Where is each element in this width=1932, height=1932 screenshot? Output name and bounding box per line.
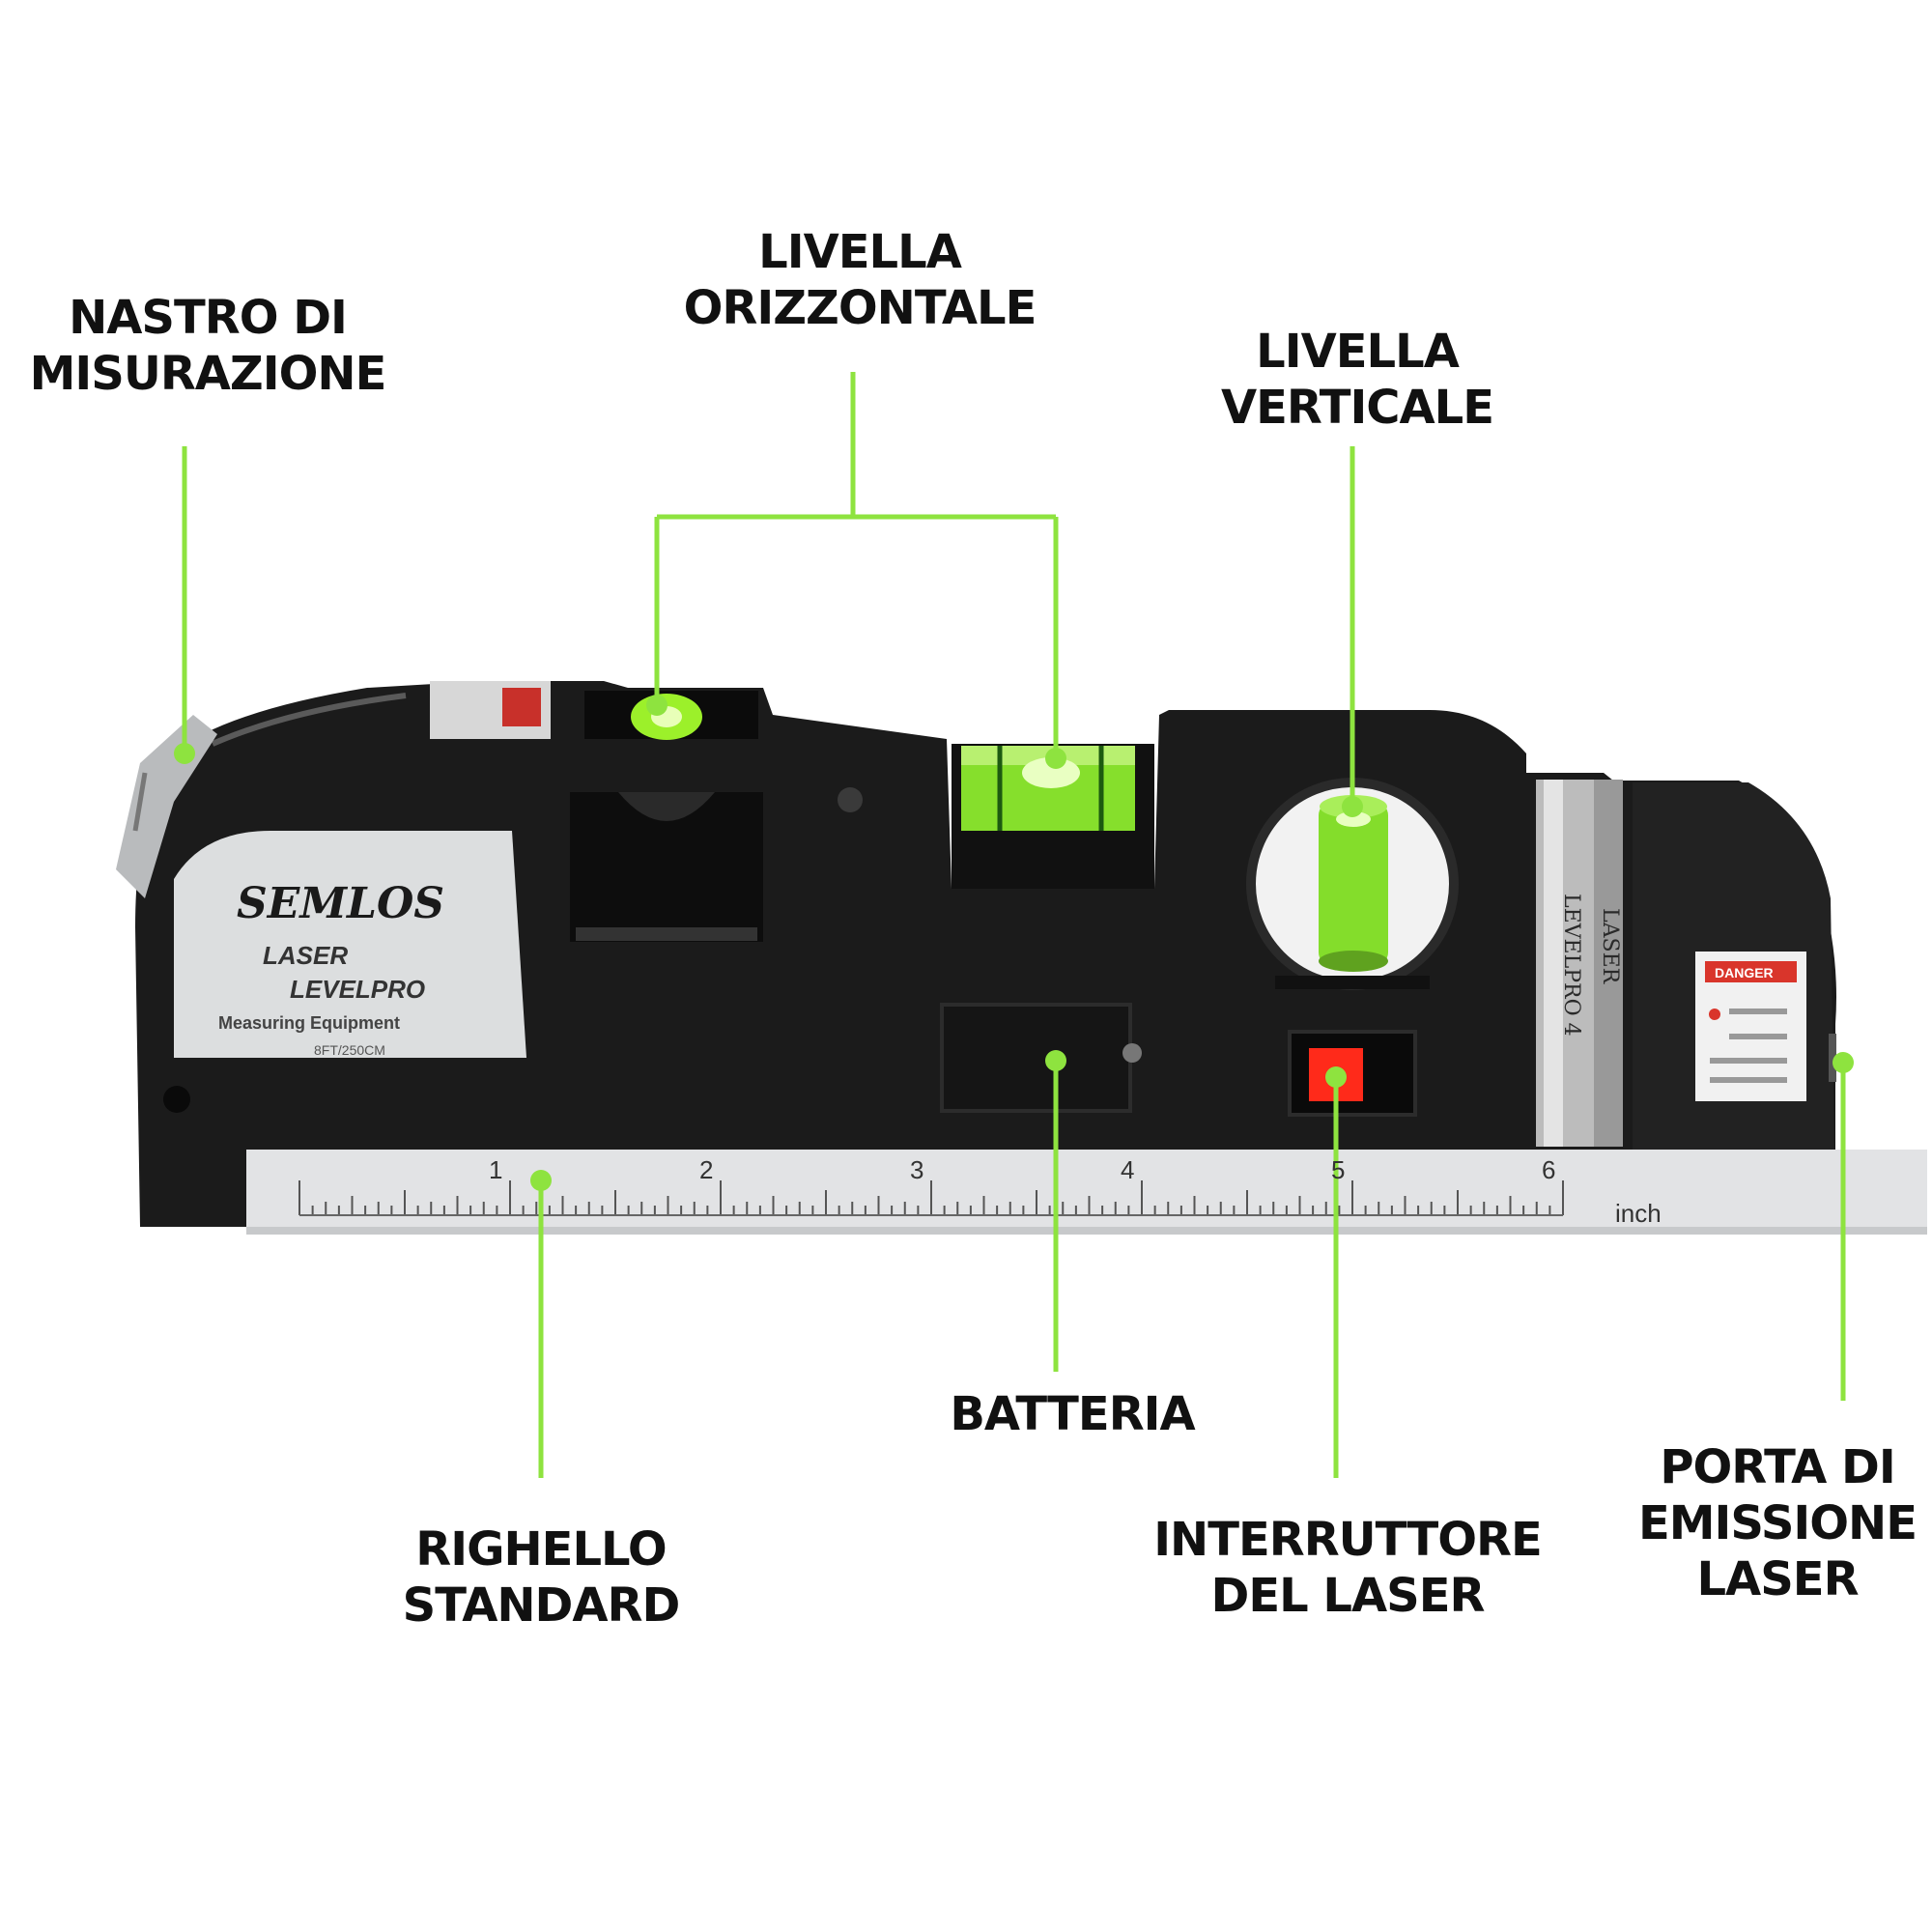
label-standard-ruler-line2: STANDARD — [402, 1578, 681, 1633]
brand-label-panel — [174, 831, 526, 1058]
device-warning: DANGER — [1715, 965, 1774, 980]
callout-line-horizontal-level — [654, 372, 1059, 758]
label-horizontal-level-line2: ORIZZONTALE — [683, 281, 1037, 335]
label-horizontal-level: LIVELLA ORIZZONTALE — [657, 224, 1063, 336]
ruler-number: 2 — [699, 1155, 713, 1184]
label-vertical-level-line1: LIVELLA — [1256, 325, 1460, 379]
label-laser-port-line1: PORTA DI — [1660, 1440, 1895, 1494]
ruler-number: 1 — [489, 1155, 502, 1184]
device-spec: 8FT/250CM — [314, 1042, 385, 1058]
device-side-text2: LEVELPRO 4 — [1559, 894, 1583, 1037]
vertical-vial — [1319, 802, 1388, 966]
callout-dots — [174, 695, 1854, 1191]
hole-left — [163, 1086, 190, 1113]
ruler-unit: inch — [1615, 1199, 1662, 1228]
ruler-number: 3 — [910, 1155, 923, 1184]
ruler-number: 6 — [1542, 1155, 1555, 1184]
label-standard-ruler-line1: RIGHELLO — [415, 1522, 667, 1577]
label-battery-line1: BATTERIA — [950, 1387, 1195, 1441]
ruler-numbers: 1 2 3 4 5 6 — [489, 1155, 1555, 1184]
device-brand: SEMLOS — [237, 879, 444, 928]
device-product-line1: LASER — [263, 941, 348, 970]
label-laser-port: PORTA DI EMISSIONE LASER — [1633, 1439, 1922, 1607]
ruler — [246, 1150, 1927, 1232]
label-vertical-level-line2: VERTICALE — [1220, 381, 1494, 435]
ruler-number: 4 — [1121, 1155, 1134, 1184]
device-subtitle: Measuring Equipment — [218, 1013, 400, 1033]
device-product-line2: LEVELPRO — [290, 975, 425, 1004]
label-laser-port-line2: EMISSIONE — [1637, 1496, 1918, 1550]
ruler-number: 5 — [1331, 1155, 1345, 1184]
label-laser-switch-line2: DEL LASER — [1210, 1569, 1486, 1623]
label-measuring-tape-line2: MISURAZIONE — [29, 347, 387, 401]
label-measuring-tape: NASTRO DI MISURAZIONE — [29, 290, 387, 402]
left-window — [570, 792, 763, 942]
ruler-ticks — [298, 1180, 1564, 1216]
label-laser-switch-line1: INTERRUTTORE — [1153, 1513, 1543, 1567]
label-battery: BATTERIA — [908, 1386, 1236, 1442]
laser-level-device — [116, 681, 1932, 1235]
label-standard-ruler: RIGHELLO STANDARD — [377, 1521, 705, 1634]
label-laser-switch: INTERRUTTORE DEL LASER — [1145, 1512, 1550, 1624]
label-vertical-level: LIVELLA VERTICALE — [1198, 324, 1517, 436]
device-side-text1: LASER — [1598, 908, 1622, 985]
callout-lines — [182, 372, 1846, 1478]
label-laser-port-line3: LASER — [1696, 1552, 1859, 1606]
label-measuring-tape-line1: NASTRO DI — [69, 291, 348, 345]
battery-door — [940, 1003, 1132, 1113]
label-horizontal-level-line1: LIVELLA — [758, 225, 962, 279]
